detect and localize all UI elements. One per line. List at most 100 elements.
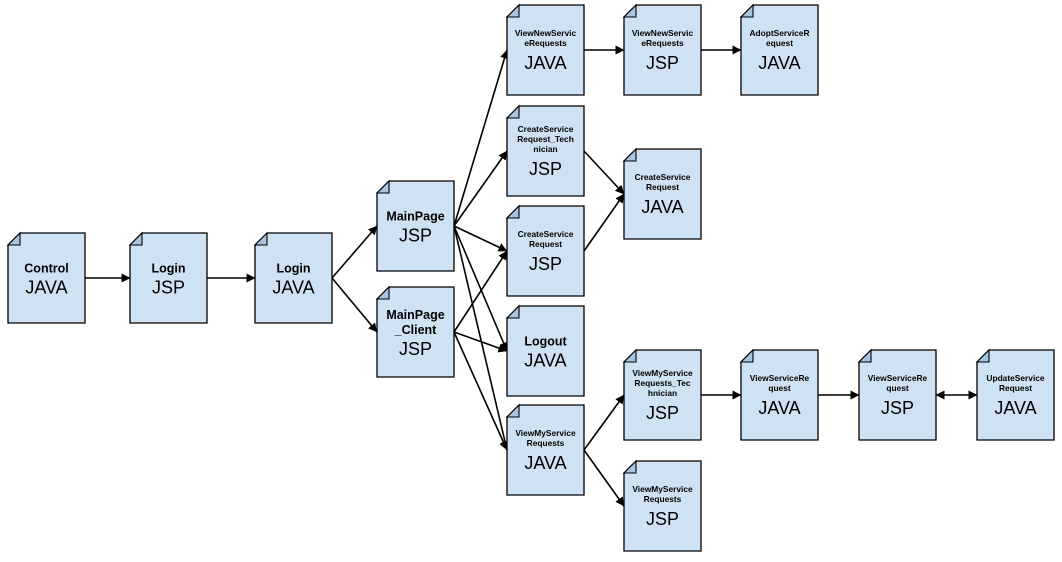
node-name-line: ViewNewServic xyxy=(632,28,694,38)
document-shape xyxy=(506,205,585,297)
node-name-line: ViewServiceRe xyxy=(868,373,928,383)
node-type-label: JSP xyxy=(646,509,679,529)
document-shape xyxy=(506,404,585,496)
page-fold-icon xyxy=(505,204,520,219)
node-type-label: JSP xyxy=(646,53,679,73)
node-name-line: Requests_Tec xyxy=(634,378,691,388)
document-shape xyxy=(740,349,819,441)
edge-arrow-login-java-to-mainpage-jsp xyxy=(331,225,378,279)
node-name-line: nician xyxy=(533,144,557,154)
node-name-line: CreateService xyxy=(635,172,691,182)
edge-arrow-mainpage-client-jsp-to-create-jsp xyxy=(453,250,508,333)
page-fold-icon xyxy=(739,348,754,363)
node-name-line: ViewNewServic xyxy=(515,28,577,38)
edge-arrow-mainpage-client-jsp-to-viewmy-java xyxy=(453,331,508,451)
node-type-label: JSP xyxy=(399,226,432,246)
node-name-line: CreateService xyxy=(518,124,574,134)
nodes-layer: ControlJAVALoginJSPLoginJAVAMainPageJSPM… xyxy=(6,3,1055,552)
node-type-label: JAVA xyxy=(524,453,566,473)
node-name-line: Control xyxy=(24,261,68,275)
node-name-line: Request_Tech xyxy=(517,134,574,144)
node-name-line: Login xyxy=(151,261,185,275)
node-name-line: MainPage xyxy=(386,308,444,322)
document-shape xyxy=(623,4,702,96)
node-type-label: JSP xyxy=(399,339,432,359)
node-name-line: Requests xyxy=(527,438,565,448)
node-type-label: JSP xyxy=(881,398,914,418)
node-type-label: JSP xyxy=(529,159,562,179)
node-name-line: Request xyxy=(999,383,1032,393)
page-fold-icon xyxy=(375,179,390,194)
document-shape xyxy=(858,349,937,441)
document-shape xyxy=(740,4,819,96)
node-type-label: JAVA xyxy=(758,398,800,418)
document-shape xyxy=(623,460,702,552)
node-name-line: AdoptServiceR xyxy=(749,28,809,38)
node-type-label: JAVA xyxy=(524,351,566,371)
node-name-line: Request xyxy=(646,182,679,192)
document-shape xyxy=(976,349,1055,441)
edge-arrow-mainpage-jsp-to-logout-java xyxy=(453,225,508,352)
node-type-label: JAVA xyxy=(758,53,800,73)
page-fold-icon xyxy=(375,285,390,300)
node-name-line: hnician xyxy=(648,388,677,398)
node-type-label: JAVA xyxy=(524,53,566,73)
page-fold-icon xyxy=(505,104,520,119)
node-name-line: eRequests xyxy=(524,38,567,48)
document-shape xyxy=(623,148,702,240)
node-name-line: Logout xyxy=(524,334,567,348)
node-name-line: ViewServiceRe xyxy=(750,373,810,383)
node-name-line: Request xyxy=(529,239,562,249)
node-name-line: Requests xyxy=(644,494,682,504)
page-fold-icon xyxy=(505,403,520,418)
edge-arrow-mainpage-jsp-to-create-jsp xyxy=(453,225,508,252)
node-name-line: CreateService xyxy=(518,229,574,239)
page-fold-icon xyxy=(622,459,637,474)
page-fold-icon xyxy=(857,348,872,363)
edge-arrow-mainpage-jsp-to-create-tech-jsp xyxy=(453,150,508,227)
edge-arrow-create-tech-jsp-to-create-java xyxy=(583,150,625,195)
node-type-label: JAVA xyxy=(272,278,314,298)
edge-arrow-create-jsp-to-create-java xyxy=(583,193,625,252)
node-type-label: JAVA xyxy=(25,278,67,298)
node-type-label: JSP xyxy=(529,254,562,274)
node-name-line: quest xyxy=(886,383,909,393)
node-type-label: JAVA xyxy=(641,197,683,217)
node-type-label: JSP xyxy=(646,403,679,423)
edge-arrow-login-java-to-mainpage-client-jsp xyxy=(331,277,378,333)
edge-arrow-viewmy-java-to-viewmy-tech-jsp xyxy=(583,394,625,451)
node-type-label: JAVA xyxy=(994,398,1036,418)
page-fold-icon xyxy=(739,3,754,18)
node-type-label: JSP xyxy=(152,278,185,298)
page-fold-icon xyxy=(505,3,520,18)
node-name-line: UpdateService xyxy=(986,373,1045,383)
page-fold-icon xyxy=(253,231,268,246)
page-fold-icon xyxy=(505,304,520,319)
page-fold-icon xyxy=(622,147,637,162)
node-name-line: ViewMyService xyxy=(632,484,693,494)
edge-arrow-mainpage-jsp-to-viewmy-java xyxy=(453,225,510,451)
edges-layer xyxy=(85,45,978,507)
node-name-line: _Client xyxy=(394,323,438,337)
page-fold-icon xyxy=(622,3,637,18)
edge-arrow-viewmy-java-to-viewmy-jsp xyxy=(583,449,625,507)
edge-arrow-mainpage-client-jsp-to-logout-java xyxy=(453,331,508,353)
node-name-line: equest xyxy=(766,38,793,48)
edge-arrow-mainpage-jsp-to-viewnew-java xyxy=(453,49,509,227)
document-shape xyxy=(506,4,585,96)
node-name-line: Login xyxy=(276,261,310,275)
